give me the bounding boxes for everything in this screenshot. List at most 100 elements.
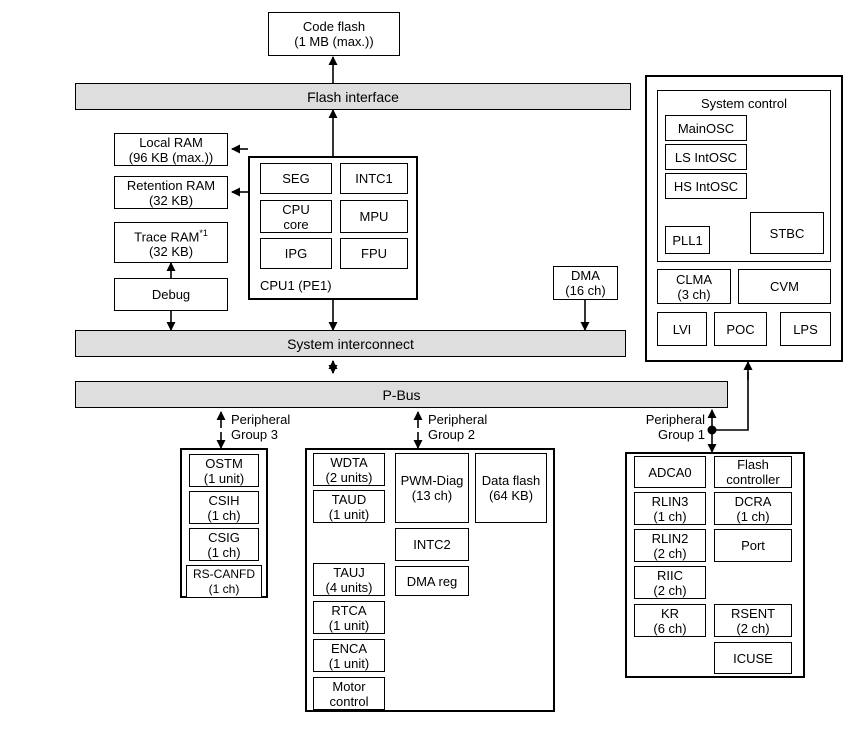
node-csih[interactable]: CSIH (1 ch) bbox=[189, 491, 259, 524]
node-riic-line2: (2 ch) bbox=[653, 582, 687, 598]
node-debug[interactable]: Debug bbox=[114, 278, 228, 311]
node-dma[interactable]: DMA (16 ch) bbox=[553, 266, 618, 300]
node-clma-line2: (3 ch) bbox=[677, 286, 711, 302]
node-data-flash-line1: Data flash bbox=[481, 473, 541, 488]
node-trace-ram-line2: (32 KB) bbox=[148, 244, 194, 260]
node-lvi-line1: LVI bbox=[672, 321, 692, 337]
bus-system-interconnect[interactable]: System interconnect bbox=[75, 330, 626, 357]
caption-pg3-line1: Peripheral bbox=[231, 412, 291, 427]
node-ipg[interactable]: IPG bbox=[260, 238, 332, 269]
node-flash-controller[interactable]: Flash controller bbox=[714, 456, 792, 488]
junction-dot-pg1 bbox=[707, 425, 717, 435]
node-rlin2-line1: RLIN2 bbox=[651, 530, 689, 546]
node-trace-ram[interactable]: Trace RAM*1 (32 KB) bbox=[114, 222, 228, 263]
node-icuse[interactable]: ICUSE bbox=[714, 642, 792, 674]
node-mainosc[interactable]: MainOSC bbox=[665, 115, 747, 141]
node-wdta[interactable]: WDTA (2 units) bbox=[313, 453, 385, 486]
node-motor-control[interactable]: Motor control bbox=[313, 677, 385, 710]
node-ostm-line2: (1 unit) bbox=[203, 470, 245, 486]
node-local-ram-line1: Local RAM bbox=[139, 134, 203, 150]
node-flash-controller-line2: controller bbox=[726, 472, 780, 487]
node-rlin2-line2: (2 ch) bbox=[653, 545, 687, 561]
node-debug-line1: Debug bbox=[151, 287, 191, 302]
node-csig[interactable]: CSIG (1 ch) bbox=[189, 528, 259, 561]
node-icuse-line1: ICUSE bbox=[733, 650, 773, 666]
node-kr-line2: (6 ch) bbox=[653, 620, 687, 636]
node-intc1[interactable]: INTC1 bbox=[340, 163, 408, 194]
node-local-ram[interactable]: Local RAM (96 KB (max.)) bbox=[114, 133, 228, 166]
caption-peripheral-group-2: Peripheral Group 2 bbox=[428, 412, 487, 442]
label-system-control: System control bbox=[701, 96, 787, 111]
node-rs-canfd-line2: (1 ch) bbox=[208, 581, 240, 596]
node-mpu[interactable]: MPU bbox=[340, 200, 408, 233]
node-rsent[interactable]: RSENT (2 ch) bbox=[714, 604, 792, 637]
node-port[interactable]: Port bbox=[714, 529, 792, 562]
node-rtca[interactable]: RTCA (1 unit) bbox=[313, 601, 385, 634]
node-cvm-line1: CVM bbox=[770, 279, 799, 294]
node-flash-controller-line1: Flash bbox=[737, 457, 769, 472]
node-cpu-core-line1: CPU bbox=[282, 201, 310, 217]
node-poc-line1: POC bbox=[726, 321, 755, 337]
node-csig-line2: (1 ch) bbox=[207, 544, 241, 560]
caption-pg1-line2: Group 1 bbox=[658, 427, 705, 442]
node-data-flash[interactable]: Data flash (64 KB) bbox=[475, 453, 547, 523]
node-intc1-line1: INTC1 bbox=[355, 171, 393, 186]
node-taud[interactable]: TAUD (1 unit) bbox=[313, 490, 385, 523]
node-pll1-line1: PLL1 bbox=[672, 232, 703, 248]
node-rs-canfd[interactable]: RS-CANFD (1 ch) bbox=[186, 565, 262, 598]
node-stbc[interactable]: STBC bbox=[750, 212, 824, 254]
node-rlin3[interactable]: RLIN3 (1 ch) bbox=[634, 492, 706, 525]
node-dma-line2: (16 ch) bbox=[565, 283, 606, 298]
group-peripheral-1[interactable] bbox=[625, 452, 805, 678]
node-seg[interactable]: SEG bbox=[260, 163, 332, 194]
node-pwm-diag-line1: PWM-Diag bbox=[400, 473, 464, 488]
node-port-line1: Port bbox=[741, 538, 765, 553]
node-tauj[interactable]: TAUJ (4 units) bbox=[313, 563, 385, 596]
node-ostm[interactable]: OSTM (1 unit) bbox=[189, 454, 259, 487]
node-clma-line1: CLMA bbox=[675, 271, 713, 287]
node-riic[interactable]: RIIC (2 ch) bbox=[634, 566, 706, 599]
node-cpu-core[interactable]: CPU core bbox=[260, 200, 332, 233]
node-riic-line1: RIIC bbox=[657, 567, 683, 583]
node-enca[interactable]: ENCA (1 unit) bbox=[313, 639, 385, 672]
node-stbc-line1: STBC bbox=[769, 225, 805, 241]
node-poc[interactable]: POC bbox=[714, 312, 767, 346]
node-cvm[interactable]: CVM bbox=[738, 269, 831, 304]
node-csih-line2: (1 ch) bbox=[207, 507, 241, 523]
node-adca0[interactable]: ADCA0 bbox=[634, 456, 706, 488]
node-lvi[interactable]: LVI bbox=[657, 312, 707, 346]
node-pll1[interactable]: PLL1 bbox=[665, 226, 710, 254]
node-csig-line1: CSIG bbox=[208, 529, 240, 545]
node-fpu[interactable]: FPU bbox=[340, 238, 408, 269]
node-ls-intosc[interactable]: LS IntOSC bbox=[665, 144, 747, 170]
node-enca-line1: ENCA bbox=[330, 640, 368, 656]
node-pwm-diag[interactable]: PWM-Diag (13 ch) bbox=[395, 453, 469, 523]
bus-p-bus[interactable]: P-Bus bbox=[75, 381, 728, 408]
node-ipg-line1: IPG bbox=[284, 246, 308, 261]
node-code-flash[interactable]: Code flash (1 MB (max.)) bbox=[268, 12, 400, 56]
node-intc2[interactable]: INTC2 bbox=[395, 528, 469, 561]
node-hs-intosc[interactable]: HS IntOSC bbox=[665, 173, 747, 199]
node-rlin2[interactable]: RLIN2 (2 ch) bbox=[634, 529, 706, 562]
node-lps[interactable]: LPS bbox=[780, 312, 831, 346]
bus-flash-interface-label: Flash interface bbox=[307, 88, 399, 105]
node-dcra-line2: (1 ch) bbox=[736, 508, 770, 524]
node-rlin3-line1: RLIN3 bbox=[651, 493, 689, 509]
node-dcra[interactable]: DCRA (1 ch) bbox=[714, 492, 792, 525]
caption-peripheral-group-1: Peripheral Group 1 bbox=[637, 412, 705, 442]
node-clma[interactable]: CLMA (3 ch) bbox=[657, 269, 731, 304]
node-kr[interactable]: KR (6 ch) bbox=[634, 604, 706, 637]
node-pwm-diag-line2: (13 ch) bbox=[411, 488, 453, 503]
node-fpu-line1: FPU bbox=[361, 246, 387, 261]
bus-flash-interface[interactable]: Flash interface bbox=[75, 83, 631, 110]
node-mpu-line1: MPU bbox=[359, 209, 389, 224]
bus-system-interconnect-label: System interconnect bbox=[287, 335, 414, 352]
node-dma-reg[interactable]: DMA reg bbox=[395, 566, 469, 596]
node-motor-control-line1: Motor bbox=[332, 678, 366, 694]
node-adca0-line1: ADCA0 bbox=[648, 464, 692, 480]
node-rs-canfd-line1: RS-CANFD bbox=[193, 566, 255, 581]
node-retention-ram[interactable]: Retention RAM (32 KB) bbox=[114, 176, 228, 209]
caption-pg3-line2: Group 3 bbox=[231, 427, 278, 442]
node-dma-line1: DMA bbox=[571, 268, 600, 283]
